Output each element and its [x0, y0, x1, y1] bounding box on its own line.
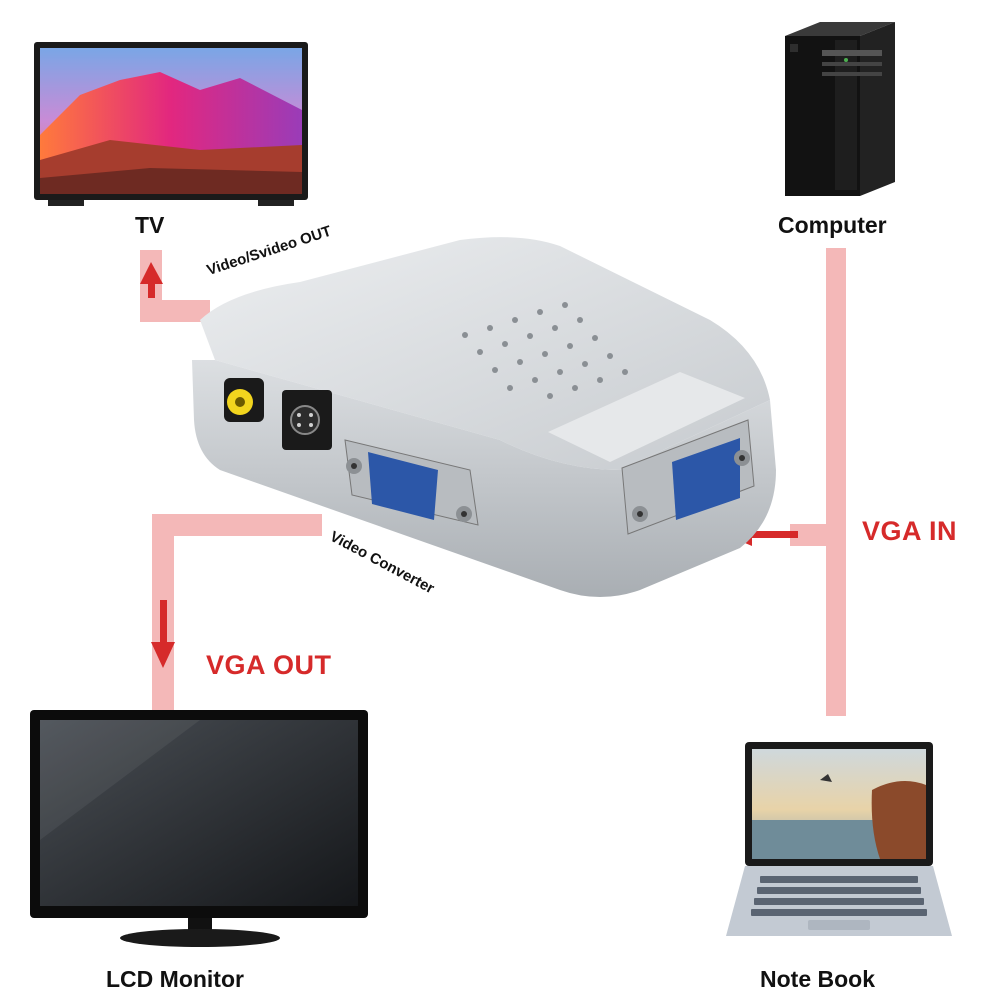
vga-in-label: VGA IN [862, 516, 958, 546]
vga-out-arrow [151, 600, 175, 668]
vga-in-port-icon [621, 419, 755, 535]
computer-label: Computer [778, 212, 887, 238]
vga-in-vertical-line [826, 248, 846, 716]
lcd-monitor-label: LCD Monitor [106, 966, 244, 992]
tv-label: TV [135, 212, 165, 238]
notebook-label: Note Book [760, 966, 875, 992]
vga-out-horizontal-line [152, 514, 322, 536]
vga-out-label: VGA OUT [206, 650, 332, 680]
video-out-arrow [140, 262, 163, 298]
vga-out-port-icon [344, 439, 479, 526]
vga-in-branch-line [790, 524, 846, 546]
